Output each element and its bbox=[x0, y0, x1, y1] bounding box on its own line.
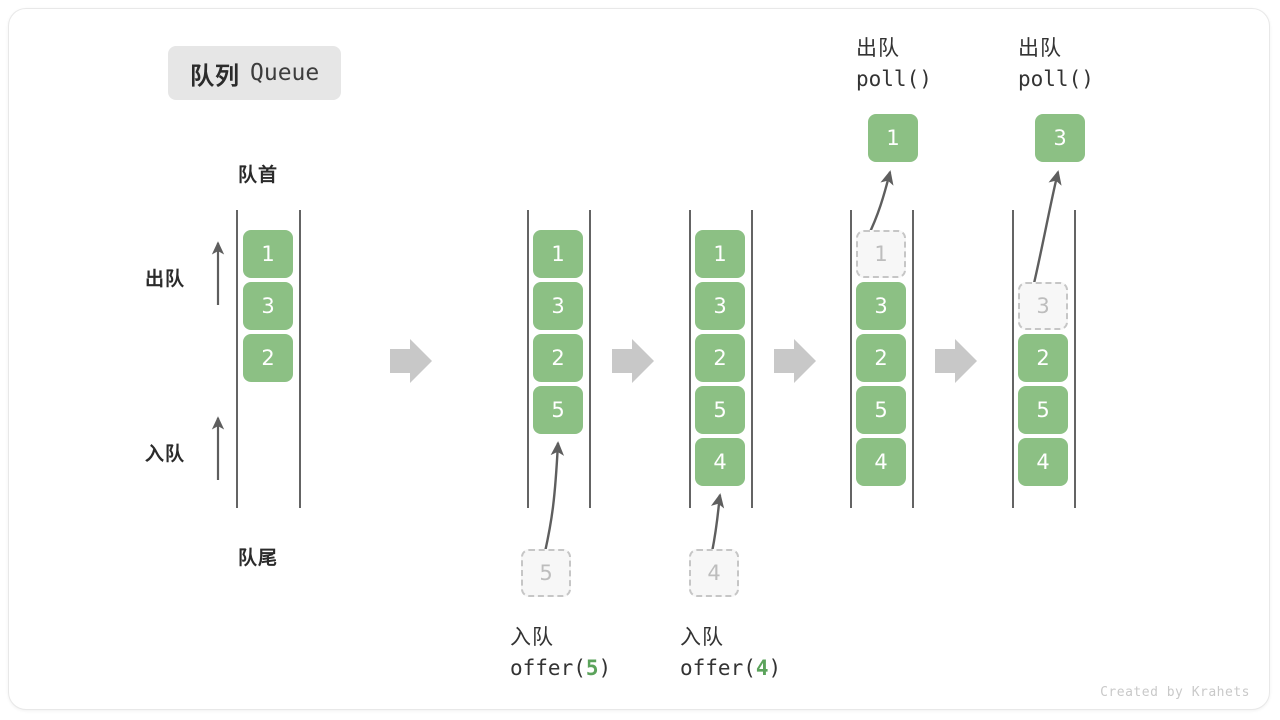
popped-cell: 1 bbox=[868, 114, 918, 162]
watermark: Created by Krahets bbox=[1100, 685, 1250, 700]
dequeue-caption-cn: 出队 bbox=[856, 37, 900, 60]
dequeue-caption-cn: 出队 bbox=[1018, 37, 1062, 60]
title-chip: 队列 Queue bbox=[168, 46, 342, 100]
queue-tail-label: 队尾 bbox=[238, 548, 279, 569]
dequeue-caption-code: poll() bbox=[1018, 67, 1094, 91]
enqueue-caption-cn: 入队 bbox=[680, 626, 724, 649]
queue-cell: 2 bbox=[1018, 334, 1068, 382]
queue-cell: 1 bbox=[243, 230, 293, 278]
enqueue-caption-code: offer(5) bbox=[510, 656, 611, 680]
queue-cell: 2 bbox=[243, 334, 293, 382]
queue-cell: 5 bbox=[533, 386, 583, 434]
dequeue-direction-label: 出队 bbox=[145, 269, 186, 290]
queue-cell: 4 bbox=[695, 438, 745, 486]
enqueue-caption-code: offer(4) bbox=[680, 656, 781, 680]
enqueue-direction-label: 入队 bbox=[145, 444, 186, 465]
queue-cell: 5 bbox=[1018, 386, 1068, 434]
queue-cell: 4 bbox=[856, 438, 906, 486]
queue-cell: 4 bbox=[1018, 438, 1068, 486]
queue-cell: 2 bbox=[695, 334, 745, 382]
ghost-cell: 1 bbox=[856, 230, 906, 278]
queue-cell: 1 bbox=[533, 230, 583, 278]
enqueue-caption-cn: 入队 bbox=[510, 626, 554, 649]
code-number: 5 bbox=[585, 656, 599, 680]
queue-cell: 1 bbox=[695, 230, 745, 278]
queue-cell: 3 bbox=[243, 282, 293, 330]
code-prefix: offer( bbox=[510, 656, 586, 680]
queue-cell: 5 bbox=[856, 386, 906, 434]
queue-cell: 3 bbox=[856, 282, 906, 330]
queue-head-label: 队首 bbox=[238, 165, 279, 186]
queue-cell: 3 bbox=[695, 282, 745, 330]
ghost-cell: 4 bbox=[689, 549, 739, 597]
queue-cell: 2 bbox=[856, 334, 906, 382]
queue-cell: 3 bbox=[533, 282, 583, 330]
queue-cell: 5 bbox=[695, 386, 745, 434]
code-suffix: ) bbox=[768, 656, 782, 680]
dequeue-caption-code: poll() bbox=[856, 67, 932, 91]
code-prefix: offer( bbox=[680, 656, 756, 680]
ghost-cell: 5 bbox=[521, 549, 571, 597]
ghost-cell: 3 bbox=[1018, 282, 1068, 330]
diagram-card bbox=[8, 8, 1270, 710]
popped-cell: 3 bbox=[1035, 114, 1085, 162]
title-en: Queue bbox=[250, 60, 320, 86]
code-suffix: ) bbox=[598, 656, 612, 680]
title-cn: 队列 bbox=[190, 62, 240, 90]
queue-cell: 2 bbox=[533, 334, 583, 382]
code-number: 4 bbox=[755, 656, 769, 680]
